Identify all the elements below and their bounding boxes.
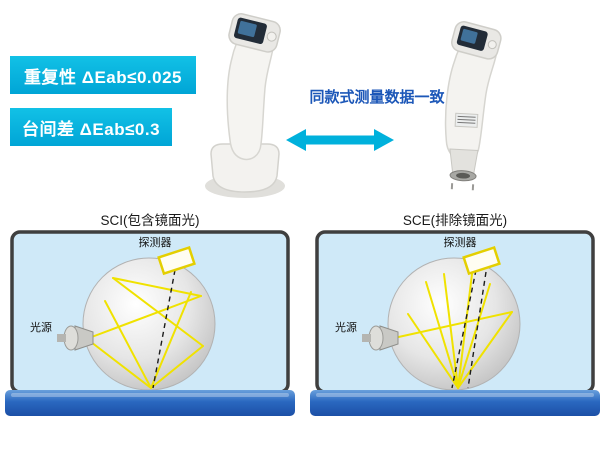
inter-instrument-badge: 台间差 ΔEab≤0.3 [10, 108, 172, 146]
detector-label: 探测器 [444, 236, 477, 249]
detector-sight-line [152, 269, 176, 389]
device-head [451, 21, 502, 60]
measure-button [487, 40, 497, 50]
spectrophotometer-tilted [444, 21, 502, 191]
sce-diagram: 探测器 光源 [310, 230, 600, 416]
screen-display [460, 28, 478, 44]
sci-diagram: 探测器 光源 [5, 230, 295, 416]
sample-bar [5, 390, 295, 416]
detector-sight-lines [451, 269, 487, 389]
info-label-lines [457, 115, 476, 124]
device-body [226, 22, 275, 161]
light-source-label: 光源 [335, 320, 357, 334]
light-source [57, 325, 94, 351]
sample-bar [310, 390, 600, 416]
screen-display [237, 20, 257, 38]
repeatability-badge: 重复性 ΔEab≤0.025 [10, 56, 196, 94]
light-source-label: 光源 [30, 320, 52, 334]
sce-title: SCE(排除镜面光) [402, 213, 508, 228]
consistency-label: 同款式测量数据一致 [309, 89, 445, 106]
integrating-sphere [82, 257, 216, 391]
spectrophotometer-on-dock [205, 13, 285, 198]
aperture-opening [456, 172, 471, 179]
sci-title: SCI(包含镜面光) [100, 213, 200, 228]
measure-button [266, 31, 277, 42]
light-rays [88, 277, 204, 389]
detector [157, 245, 196, 276]
dock-base [210, 143, 280, 193]
sample-bar-gloss [316, 393, 594, 397]
detector-label: 探测器 [139, 236, 172, 249]
double-arrow-icon [286, 129, 394, 151]
device-head [228, 13, 281, 53]
sample-bar-gloss [11, 393, 289, 397]
light-source [362, 325, 399, 351]
detector [462, 245, 501, 276]
